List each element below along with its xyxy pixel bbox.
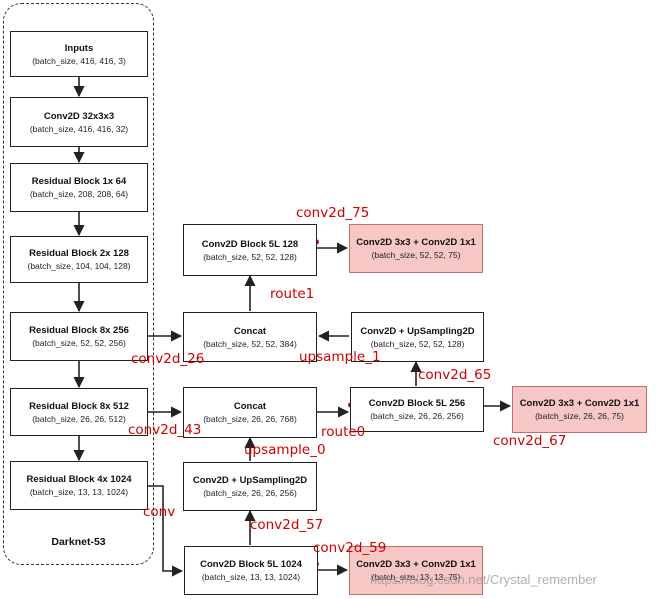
concat-26-node: Concat (batch_size, 26, 26, 768) <box>183 387 317 438</box>
conv2d-block-5l-128-node: Conv2D Block 5L 128 (batch_size, 52, 52,… <box>183 224 317 276</box>
node-title: Conv2D 3x3 + Conv2D 1x1 <box>356 237 476 248</box>
node-shape: (batch_size, 13, 13, 75) <box>371 572 461 582</box>
output-52-node: Conv2D 3x3 + Conv2D 1x1 (batch_size, 52,… <box>349 224 483 273</box>
residual-block-8x-512-node: Residual Block 8x 512 (batch_size, 26, 2… <box>10 388 148 436</box>
node-shape: (batch_size, 52, 52, 75) <box>371 250 461 260</box>
node-shape: (batch_size, 26, 26, 512) <box>32 413 126 424</box>
annotation-upsample-1: upsample_1 <box>299 349 381 365</box>
node-title: Residual Block 8x 512 <box>29 400 129 412</box>
node-title: Conv2D 3x3 + Conv2D 1x1 <box>356 559 476 570</box>
residual-block-2x-node: Residual Block 2x 128 (batch_size, 104, … <box>10 236 148 283</box>
annotation-conv2d-43: conv2d_43 <box>128 422 202 438</box>
node-shape: (batch_size, 52, 52, 384) <box>203 338 297 349</box>
node-shape: (batch_size, 26, 26, 768) <box>203 414 297 424</box>
node-shape: (batch_size, 52, 52, 256) <box>32 338 126 348</box>
annotation-conv2d-59: conv2d_59 <box>313 540 387 556</box>
node-shape: (batch_size, 104, 104, 128) <box>27 261 131 271</box>
node-shape: (batch_size, 26, 26, 256) <box>203 488 297 498</box>
node-title: Concat <box>233 325 267 337</box>
concat-52-node: Concat (batch_size, 52, 52, 384) <box>183 312 317 362</box>
node-title: Inputs <box>64 42 94 54</box>
node-title: Residual Block 4x 1024 <box>26 474 132 485</box>
arrow-res4-to-cb13 <box>148 485 184 577</box>
annotation-conv2d-65: conv2d_65 <box>418 367 492 383</box>
node-title: Conv2D Block 5L 256 <box>368 398 466 409</box>
watermark-text: https://blog.csdn.net/Crystal_remember <box>370 572 597 587</box>
annotation-conv2d-67: conv2d_67 <box>493 433 567 449</box>
annotation-conv2d-75: conv2d_75 <box>296 205 370 221</box>
conv2d-block-5l-256-node: Conv2D Block 5L 256 (batch_size, 26, 26,… <box>350 387 484 432</box>
node-title: Conv2D 3x3 + Conv2D 1x1 <box>519 398 640 409</box>
node-shape: (batch_size, 208, 208, 64) <box>29 189 129 199</box>
annotation-conv2d-26: conv2d_26 <box>131 351 205 367</box>
output-26-node: Conv2D 3x3 + Conv2D 1x1 (batch_size, 26,… <box>512 386 647 433</box>
residual-block-8x-256-node: Residual Block 8x 256 (batch_size, 52, 5… <box>10 312 148 361</box>
inputs-node: Inputs (batch_size, 416, 416, 3) <box>10 31 148 77</box>
residual-block-4x-node: Residual Block 4x 1024 (batch_size, 13, … <box>10 461 148 510</box>
upsampling-26-node: Conv2D + UpSampling2D (batch_size, 26, 2… <box>183 462 317 511</box>
output-13-node: Conv2D 3x3 + Conv2D 1x1 (batch_size, 13,… <box>349 546 483 595</box>
upsampling-52-node: Conv2D + UpSampling2D (batch_size, 52, 5… <box>351 312 484 362</box>
node-title: Conv2D + UpSampling2D <box>192 475 308 486</box>
annotation-conv: conv <box>143 504 176 520</box>
node-shape: (batch_size, 26, 26, 75) <box>535 411 624 421</box>
annotation-conv2d-57: conv2d_57 <box>250 517 324 533</box>
conv2d-32-node: Conv2D 32x3x3 (batch_size, 416, 416, 32) <box>10 97 148 147</box>
annotation-upsample-0: upsample_0 <box>244 442 326 458</box>
node-shape: (batch_size, 52, 52, 128) <box>370 338 465 349</box>
annotation-route0: route0 <box>321 424 366 440</box>
node-shape: (batch_size, 52, 52, 128) <box>203 251 297 262</box>
darknet-53-group-frame <box>3 3 154 565</box>
node-title: Residual Block 1x 64 <box>31 176 127 187</box>
node-title: Residual Block 8x 256 <box>29 325 129 336</box>
node-title: Conv2D Block 5L 128 <box>201 238 299 250</box>
node-shape: (batch_size, 26, 26, 256) <box>370 411 464 421</box>
node-title: Concat <box>233 401 267 412</box>
annotation-route1: route1 <box>270 286 315 302</box>
node-title: Conv2D 32x3x3 <box>43 110 115 122</box>
node-title: Residual Block 2x 128 <box>29 248 129 259</box>
node-shape: (batch_size, 13, 13, 1024) <box>29 487 129 497</box>
node-title: Conv2D Block 5L 1024 <box>200 559 302 570</box>
node-title: Conv2D + UpSampling2D <box>360 325 475 337</box>
node-shape: (batch_size, 416, 416, 3) <box>32 55 126 66</box>
node-shape: (batch_size, 13, 13, 1024) <box>201 572 301 582</box>
conv2d-block-5l-1024-node: Conv2D Block 5L 1024 (batch_size, 13, 13… <box>184 546 318 595</box>
darknet-53-caption: Darknet-53 <box>51 536 106 548</box>
node-shape: (batch_size, 416, 416, 32) <box>29 123 129 134</box>
residual-block-1x-node: Residual Block 1x 64 (batch_size, 208, 2… <box>10 163 148 212</box>
